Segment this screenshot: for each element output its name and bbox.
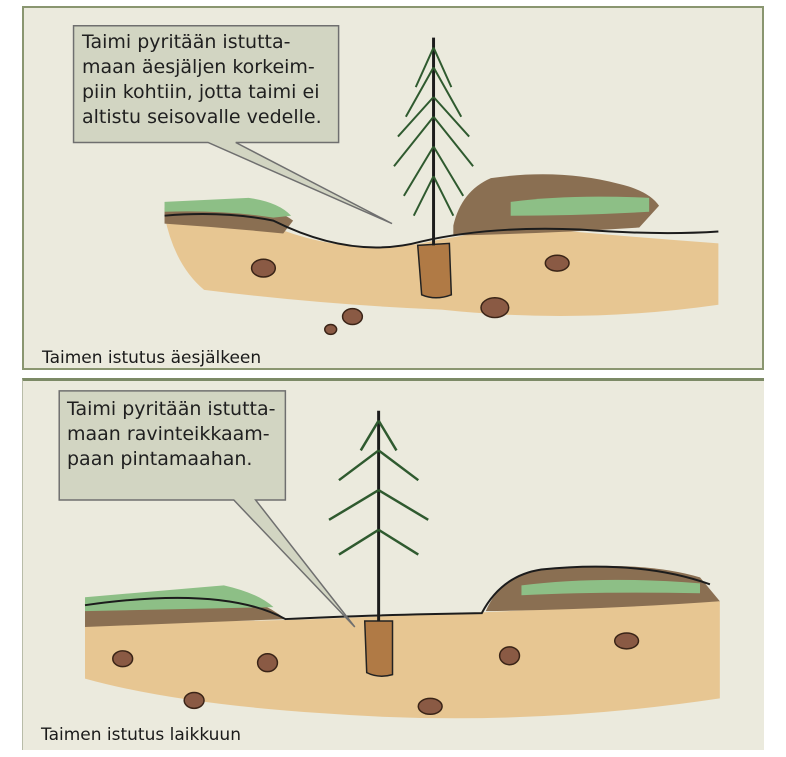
root-ball: [365, 621, 393, 676]
top-illustration-panel: Taimi pyritään istutta- maan äesjäljen k…: [22, 6, 764, 370]
root-ball: [418, 243, 452, 297]
caption-bottom: Taimen istutus laikkuun: [41, 725, 241, 745]
bottom-illustration-panel: Taimi pyritään istutta- maan ravinteikka…: [22, 378, 764, 750]
caption-top: Taimen istutus äesjälkeen: [42, 348, 261, 368]
callout-text-bottom: Taimi pyritään istutta- maan ravinteikka…: [67, 397, 297, 472]
callout-text-top: Taimi pyritään istutta- maan äesjäljen k…: [82, 30, 342, 130]
